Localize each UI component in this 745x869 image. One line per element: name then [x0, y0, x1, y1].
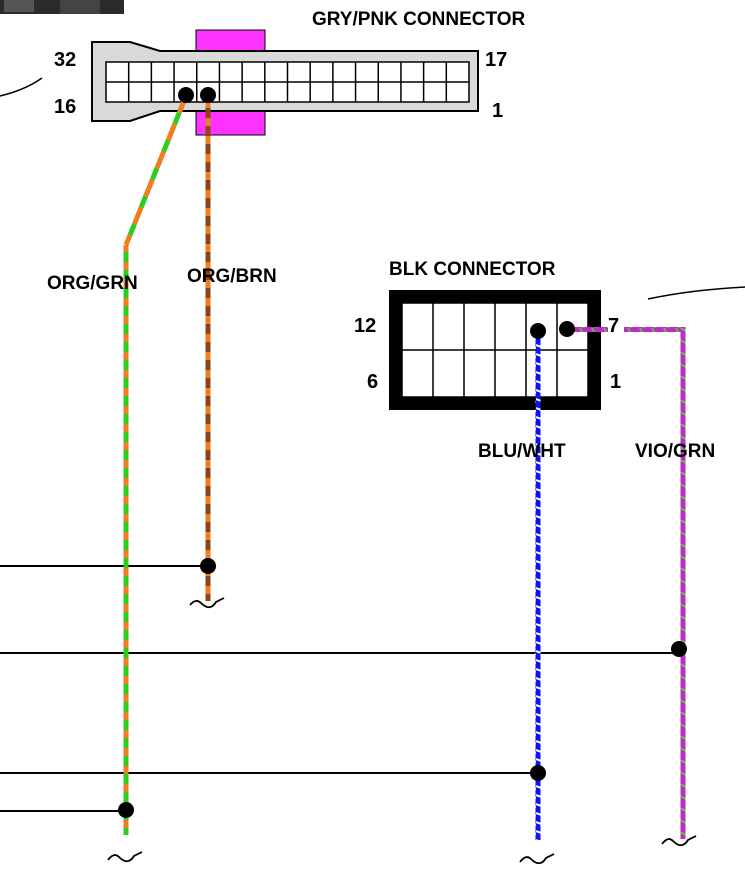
wire-label-org-brn: ORG/BRN [187, 266, 277, 287]
wire-label-org-grn: ORG/GRN [47, 273, 138, 294]
gry-pnk-pin-16: 16 [54, 96, 76, 118]
gry-pnk-pin-32: 32 [54, 49, 76, 71]
wire-vio-grn: VIO/GRN [566, 320, 715, 839]
splice-junctions [118, 558, 687, 818]
splice-lines [0, 565, 679, 812]
wire-org-brn: ORG/BRN [187, 96, 277, 601]
gry-pnk-connector: 32 16 17 1 GRY/PNK CONNECTOR [54, 9, 526, 136]
break-symbol-org-brn [189, 597, 225, 609]
pin-dot-org-brn [200, 87, 216, 103]
splice-dot-org-brn [200, 558, 216, 574]
break-symbol-blu-wht [519, 853, 555, 865]
pin-dot-org-grn [178, 87, 194, 103]
leader-line-left [0, 77, 43, 97]
blk-pin-1: 1 [610, 371, 621, 393]
blk-connector: BLK CONNECTOR 12 6 7 1 [354, 259, 621, 410]
blk-connector-title: BLK CONNECTOR [389, 259, 556, 280]
wire-break-symbols [107, 597, 697, 865]
gry-pnk-pin-17: 17 [485, 49, 507, 71]
blk-pin-12: 12 [354, 315, 376, 337]
wire-label-blu-wht: BLU/WHT [478, 441, 566, 462]
pin-dot-vio-grn [559, 321, 575, 337]
photo-fragment [0, 0, 124, 17]
connector-pin-dots [178, 87, 575, 339]
blk-pin-7-overlay: 7 [608, 315, 619, 337]
blk-pin-6: 6 [367, 371, 378, 393]
splice-dot-org-grn [118, 802, 134, 818]
gry-pnk-pin-1: 1 [492, 100, 503, 122]
wire-label-vio-grn: VIO/GRN [635, 441, 715, 462]
splice-dot-blu-wht [530, 765, 546, 781]
wire-org-grn: ORG/GRN [47, 95, 189, 835]
gry-pnk-connector-title: GRY/PNK CONNECTOR [312, 9, 526, 30]
break-symbol-org-grn [107, 851, 143, 863]
break-symbol-vio-grn [661, 835, 697, 847]
splice-dot-vio-grn [671, 641, 687, 657]
wire-blu-wht: BLU/WHT [478, 330, 566, 840]
pin-dot-blu-wht [530, 323, 546, 339]
leader-line-right [647, 286, 745, 300]
